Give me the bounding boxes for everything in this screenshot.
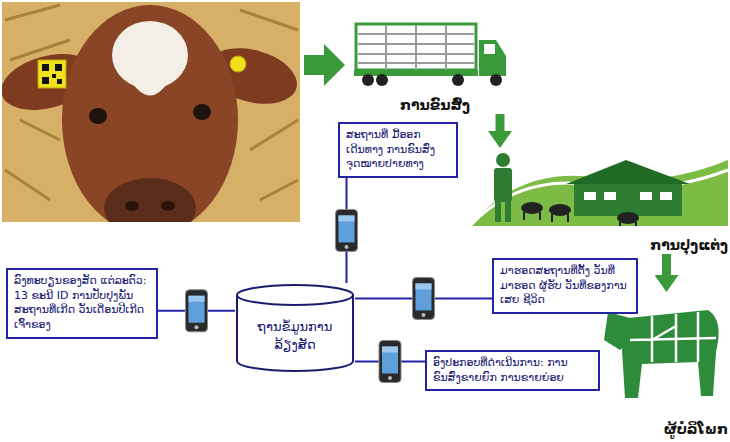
truck-icon bbox=[376, 74, 388, 86]
phone-screen bbox=[382, 347, 398, 353]
truck-icon bbox=[386, 25, 446, 70]
farm-icon bbox=[620, 222, 636, 226]
calf-photo bbox=[230, 56, 246, 72]
truck-icon bbox=[490, 74, 502, 86]
phone-screen bbox=[416, 283, 432, 310]
stage-node: ການປຸງແຕ່ງ bbox=[475, 148, 728, 254]
truck-icon bbox=[484, 44, 495, 54]
farm-icon bbox=[566, 160, 690, 184]
phone-button bbox=[422, 313, 426, 317]
calf-photo bbox=[130, 80, 168, 96]
calf-photo bbox=[104, 178, 196, 222]
phone-button bbox=[345, 245, 349, 249]
calf-photo bbox=[52, 74, 56, 78]
phone-button bbox=[195, 325, 199, 329]
farm-icon bbox=[494, 168, 512, 202]
callout-text: ລົງທະບຽນຂອງສັດ ແຕ່ລະຕົວ: 13 ຂະນີ ID ການປ… bbox=[14, 274, 150, 333]
calf-photo bbox=[161, 201, 175, 211]
farm-icon bbox=[524, 212, 540, 220]
callout-box: ລົງທະບຽນຂອງສັດ ແຕ່ລະຕົວ: 13 ຂະນີ ID ການປ… bbox=[6, 268, 158, 339]
beef-cuts-icon bbox=[630, 312, 716, 362]
phone-screen bbox=[339, 215, 355, 221]
phone-body bbox=[336, 209, 358, 251]
stage-label: ຜູ້ບໍລິໂພກ bbox=[664, 420, 728, 438]
calf-photo bbox=[193, 104, 211, 120]
phone-screen bbox=[382, 347, 398, 374]
flow-arrow bbox=[662, 254, 671, 275]
phone-screen bbox=[189, 296, 205, 302]
farm-icon bbox=[584, 192, 596, 200]
callout-box: ມາຮອດສະຖານທີ່ຕັ້ງ ວັນທີ່ມາຮອດ ຜູ້ຮັບ ວັນ… bbox=[492, 258, 638, 314]
farm-icon bbox=[505, 200, 511, 222]
stage-node: ການຂົນສົ່ງ bbox=[345, 10, 525, 114]
callout-box: ສະຖານທີ່ ມື້ອອກເດີນທາງ ການຂົນສົ່ງ ຈຸດໝາຍ… bbox=[338, 122, 458, 178]
farm-icon bbox=[552, 214, 568, 222]
database-cylinder: ຖານຂໍ້ມູນການ ລ້ຽງສັດ bbox=[235, 283, 355, 373]
truck-icon bbox=[452, 74, 464, 86]
phone-icon bbox=[379, 341, 401, 383]
phone-screen bbox=[189, 296, 205, 323]
farm-icon bbox=[640, 192, 652, 200]
farm-icon bbox=[496, 153, 510, 167]
farm-icon bbox=[604, 192, 616, 200]
farm-icon bbox=[470, 153, 728, 226]
flow-arrow bbox=[304, 44, 345, 86]
phone-icon bbox=[186, 290, 208, 332]
calf-photo bbox=[112, 21, 188, 89]
calf-photo bbox=[55, 64, 62, 71]
callout-text: ມາຮອດສະຖານທີ່ຕັ້ງ ວັນທີ່ມາຮອດ ຜູ້ຮັບ ວັນ… bbox=[500, 264, 630, 308]
stage-node: ຜູ້ບໍລິໂພກ bbox=[605, 292, 728, 438]
calf-photo bbox=[125, 201, 139, 211]
farm-icon bbox=[495, 200, 501, 222]
truck-icon bbox=[354, 24, 506, 86]
phone-icon bbox=[413, 277, 435, 319]
calf-photo bbox=[2, 2, 300, 222]
phone-body bbox=[186, 290, 208, 332]
calf-photo bbox=[42, 77, 49, 84]
calf-photo bbox=[57, 79, 62, 84]
phone-screen bbox=[339, 215, 355, 242]
callout-text: ສະຖານທີ່ ມື້ອອກເດີນທາງ ການຂົນສົ່ງ ຈຸດໝາຍ… bbox=[346, 128, 450, 172]
truck-icon bbox=[362, 74, 374, 86]
beef-cuts-icon bbox=[622, 310, 719, 398]
calf-photo bbox=[42, 64, 49, 71]
stage-label: ການຂົນສົ່ງ bbox=[400, 96, 470, 114]
calf-photo bbox=[38, 60, 66, 88]
phone-button bbox=[388, 376, 392, 380]
phone-body bbox=[413, 277, 435, 319]
truck-icon bbox=[479, 40, 506, 76]
phone-screen bbox=[416, 283, 432, 289]
farm-icon bbox=[660, 192, 672, 200]
farm-icon bbox=[470, 160, 728, 226]
truck-icon bbox=[356, 24, 476, 70]
phone-body bbox=[379, 341, 401, 383]
stage-label: ການປຸງແຕ່ງ bbox=[650, 236, 728, 254]
flow-arrow bbox=[496, 114, 505, 131]
cylinder-body bbox=[237, 295, 353, 371]
calf-photo bbox=[89, 108, 107, 124]
cylinder-top bbox=[237, 285, 353, 305]
database-label: ຖານຂໍ້ມູນການ ລ້ຽງສັດ bbox=[243, 318, 347, 353]
callout-text: ອົງປະກອບທີ່ດຳເນີນການ: ການຂົນສົ່ງຂາຍຍົກ ກ… bbox=[433, 356, 592, 385]
farm-icon bbox=[574, 184, 682, 216]
callout-box: ອົງປະກອບທີ່ດຳເນີນການ: ການຂົນສົ່ງຂາຍຍົກ ກ… bbox=[425, 350, 600, 391]
phone-icon bbox=[336, 209, 358, 251]
beef-cuts-icon bbox=[604, 310, 719, 398]
